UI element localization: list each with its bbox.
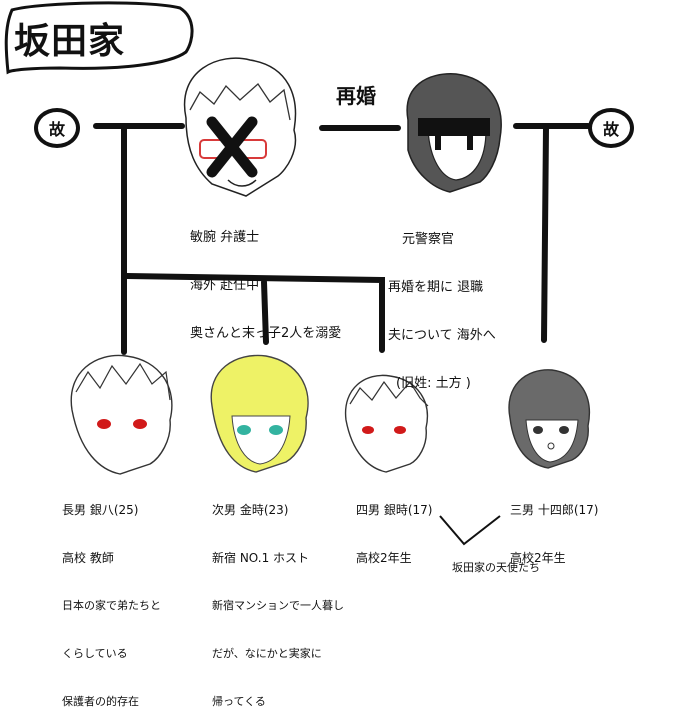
child-description-second: 次男 金時(23) 新宿 NO.1 ホスト 新宿マンションで一人暮し だが、なに… (212, 470, 344, 726)
stepmother-line: 夫について 海外へ (388, 328, 496, 343)
stepmother-line: (旧姓: 土方 ) (396, 376, 471, 391)
child-line: 新宿 NO.1 ホスト (212, 551, 310, 565)
father-portrait (183, 57, 297, 197)
child-line: 帰ってくる (212, 695, 266, 708)
father-line: 敏腕 弁護士 (190, 230, 260, 245)
child-portrait-third (508, 369, 590, 469)
father-line: 海外 赴任中 (190, 278, 260, 293)
child-line: 新宿マンションで一人暮し (212, 599, 344, 612)
child-portrait-second (210, 354, 309, 473)
marriage-label: 再婚 (336, 84, 376, 108)
father-description: 敏腕 弁護士 海外 赴任中 奥さんと末っ子2人を溺愛 (190, 198, 341, 358)
deceased-badge-left: 故 (34, 108, 80, 148)
child-line: 次男 金時(23) (212, 503, 289, 517)
child-line: 高校2年生 (510, 551, 566, 565)
child-line: 三男 十四郎(17) (510, 503, 599, 517)
face-censor-cross (206, 116, 258, 178)
deceased-badge-right: 故 (588, 108, 634, 148)
child-description-fourth: 四男 銀時(17) 高校2年生 (356, 470, 432, 582)
child-line: だが、なにかと実家に (212, 647, 322, 660)
child-line: くらしている (62, 647, 128, 660)
child-portrait-eldest (70, 354, 173, 475)
child-portrait-fourth (344, 374, 429, 473)
children-bar (121, 273, 385, 353)
stepmother-line: 再婚を期に 退職 (388, 280, 484, 295)
second-son-line (261, 279, 269, 345)
caption-arrow (439, 515, 501, 546)
stepmother-portrait (406, 73, 502, 193)
child-line: 日本の家で弟たちと (62, 599, 161, 612)
stepmother-line: 元警察官 (402, 232, 455, 247)
child-description-third: 三男 十四郎(17) 高校2年生 (510, 470, 598, 582)
right-descent-line (541, 125, 549, 343)
family-tree-diagram: { "title": "坂田家", "marriage_label": "再婚"… (4, 1, 634, 708)
child-description-eldest: 長男 銀八(25) 高校 教師 日本の家で弟たちと くらしている 保護者の的存在 (62, 470, 161, 726)
connector-lines (4, 1, 591, 546)
child-line: 四男 銀時(17) (356, 503, 433, 517)
child-line: 長男 銀八(25) (62, 503, 139, 517)
father-line: 奥さんと末っ子2人を溺愛 (190, 326, 342, 341)
diagram-title: 坂田家 (14, 21, 126, 62)
child-line: 高校2年生 (356, 551, 412, 565)
title-bubble (4, 1, 194, 75)
child-line: 高校 教師 (62, 551, 114, 565)
caption: 坂田家の天使たち (452, 561, 540, 574)
stepmother-description: 元警察官 再婚を期に 退職 夫について 海外へ (旧姓: 土方 ) (388, 200, 496, 408)
child-line: 保護者の的存在 (62, 695, 139, 708)
